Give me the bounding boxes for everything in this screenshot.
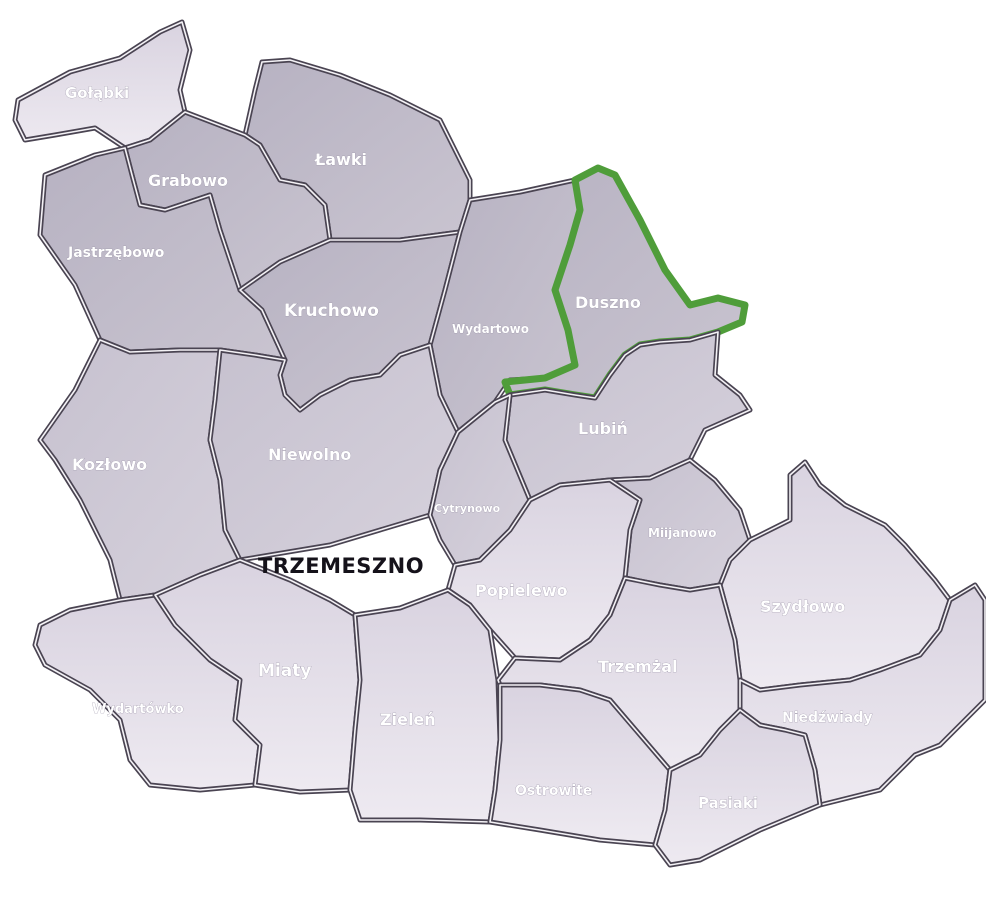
label-miijanowo: Miijanowo: [648, 526, 717, 540]
region-golabki[interactable]: Gołąbki: [12, 19, 193, 151]
label-wydartowo: Wydartowo: [452, 322, 529, 336]
label-popielewo: Popielewo: [475, 581, 568, 600]
label-ostrowite: Ostrowite: [515, 783, 592, 799]
label-wydartowko: Wydartówko: [92, 702, 184, 717]
label-kozlowo: Kozłowo: [72, 455, 147, 474]
region-ostrowite[interactable]: Ostrowite: [487, 682, 673, 848]
label-niedzwiady: Niedźwiady: [782, 710, 873, 726]
label-pasiaki: Pasiaki: [698, 794, 758, 812]
region-duszno[interactable]: Duszno: [501, 164, 749, 402]
label-niewolno: Niewolno: [268, 445, 351, 464]
label-kruchowo: Kruchowo: [284, 301, 379, 321]
label-miaty: Miaty: [258, 661, 311, 681]
label-jastrzebowo: Jastrzębowo: [67, 245, 165, 261]
region-kozlowo[interactable]: Kozłowo: [37, 337, 243, 603]
label-cytrynowo: Cytrynowo: [434, 502, 501, 515]
label-grabowo: Grabowo: [148, 171, 228, 190]
label-golabki: Gołąbki: [65, 84, 129, 102]
label-duszno: Duszno: [575, 293, 641, 312]
label-lawki: Ławki: [314, 150, 367, 169]
region-wydartowko[interactable]: Wydartówko: [32, 592, 263, 793]
region-niewolno[interactable]: Niewolno: [207, 342, 461, 563]
region-pasiaki[interactable]: Pasiaki: [652, 707, 823, 868]
region-cytrynowo[interactable]: Cytrynowo: [427, 392, 533, 568]
label-szydlowo: Szydłowo: [760, 597, 845, 616]
label-lubin: Lubiń: [578, 419, 628, 438]
label-trzemzal: Trzemżal: [598, 657, 677, 676]
label-ziolen: Zieleń: [380, 710, 436, 729]
region-ziolen[interactable]: Zieleń: [347, 587, 503, 825]
town-label-trzemeszno: TRZEMESZNO: [258, 554, 424, 578]
